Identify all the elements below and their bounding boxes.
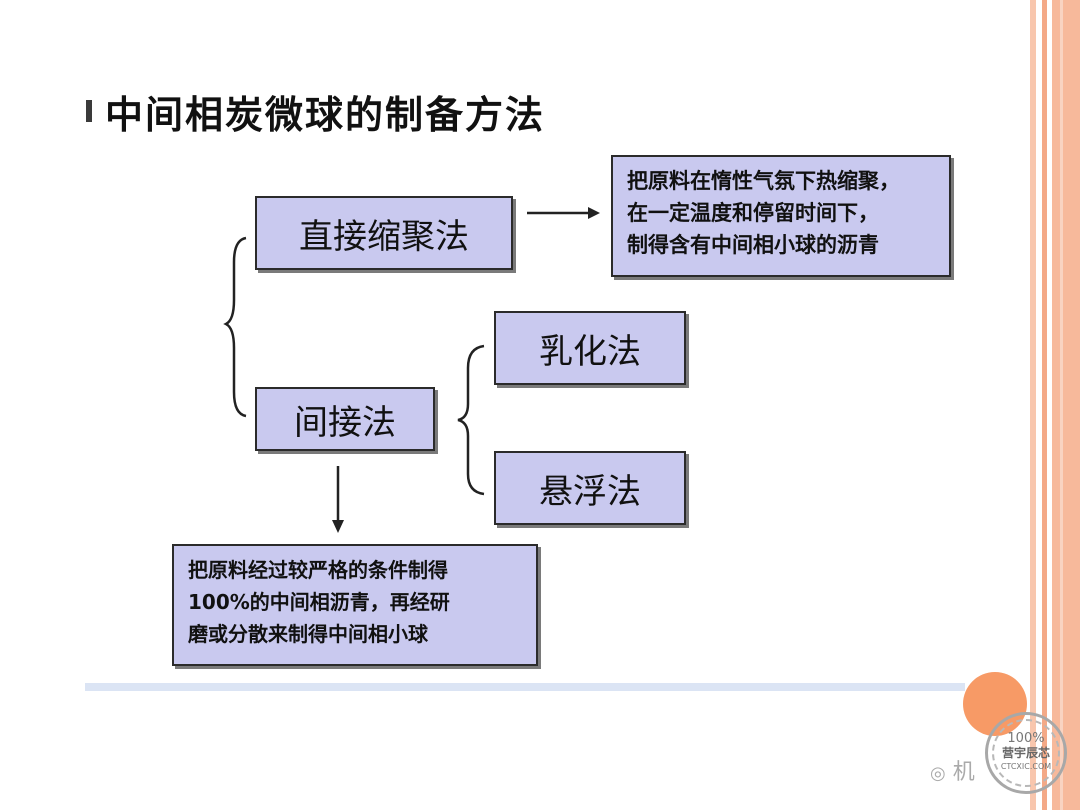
node-indirect-note: 把原料经过较严格的条件制得 100%的中间相沥青，再经研 磨或分散来制得中间相小… — [172, 544, 538, 666]
arrow-direct-head — [588, 207, 600, 219]
arrow-indirect-head — [332, 520, 344, 533]
watermark-text: ◎ 机 — [930, 754, 975, 786]
wechat-icon: ◎ — [930, 763, 946, 784]
footer-divider — [85, 683, 965, 691]
left-brace — [223, 236, 247, 418]
title-bullet — [86, 100, 92, 122]
page-title: 中间相炭微球的制备方法 — [105, 92, 546, 137]
small-brace — [457, 344, 485, 496]
right-stripe-3 — [1052, 0, 1080, 810]
node-direct-note: 把原料在惰性气氛下热缩聚， 在一定温度和停留时间下， 制得含有中间相小球的沥青 — [611, 155, 951, 277]
watermark-label: 机 — [952, 760, 975, 785]
right-stripe-1 — [1030, 0, 1036, 810]
watermark-stamp: 100% 营宇辰芯 CTCXIC.COM — [985, 712, 1067, 794]
node-suspension-method: 悬浮法 — [494, 451, 686, 525]
stamp-ring — [992, 719, 1060, 787]
node-emulsion-method: 乳化法 — [494, 311, 686, 385]
node-direct-method: 直接缩聚法 — [255, 196, 513, 270]
node-indirect-method: 间接法 — [255, 387, 435, 451]
right-stripe-2 — [1042, 0, 1047, 810]
right-stripe-4 — [1060, 0, 1063, 810]
